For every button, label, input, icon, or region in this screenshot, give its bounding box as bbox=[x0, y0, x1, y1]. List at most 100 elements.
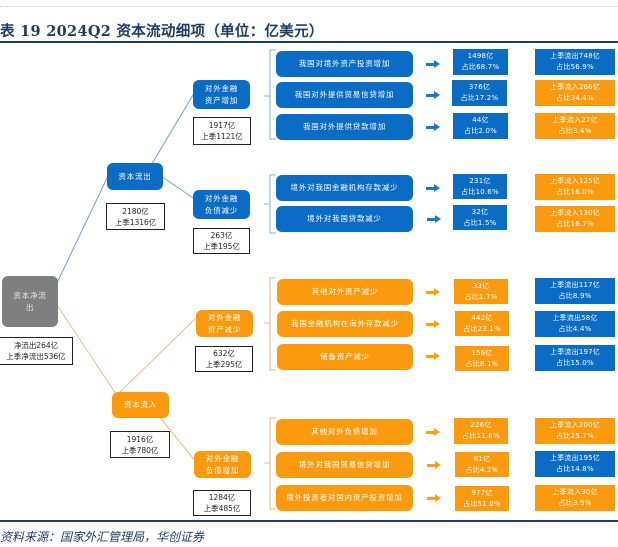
group-label-line1: 对外金融 bbox=[204, 193, 239, 203]
branch-stat-inflow: 1916亿 上季780亿 bbox=[110, 431, 170, 458]
value-box: 32亿占比1.5% bbox=[453, 205, 507, 230]
prev-amount: 上季流入125亿 bbox=[550, 177, 600, 185]
item-foreign-loans-decrease[interactable]: 境外对我国贷款减少 bbox=[276, 206, 413, 232]
prev-amount: 上季流出58亿 bbox=[552, 314, 598, 322]
prev-quarter-box: 上季流入130亿占比16.7% bbox=[535, 206, 615, 232]
link-inflow-group2 bbox=[153, 409, 197, 463]
value-share: 占比51.0% bbox=[463, 499, 501, 508]
item-foreign-deposits-decrease[interactable]: 境外对我国金融机构存款减少 bbox=[276, 175, 413, 201]
value-amount: 231亿 bbox=[469, 176, 491, 185]
bracket-group2 bbox=[264, 174, 276, 234]
prev-share: 占比3.9% bbox=[558, 499, 592, 507]
bracket-group4 bbox=[264, 417, 276, 510]
prev-share: 占比15.0% bbox=[556, 359, 594, 367]
stat-line: 上季1121亿 bbox=[201, 132, 243, 141]
value-box: 156亿占比8.1% bbox=[455, 346, 509, 371]
value-amount: 226亿 bbox=[470, 421, 492, 429]
arrow-right-icon bbox=[426, 352, 440, 361]
bracket-group1 bbox=[264, 49, 276, 140]
item-foreign-investor-domestic-investment-increase[interactable]: 境外投资者对国内资产投资增加 bbox=[276, 485, 413, 511]
group-node-liabilities-decrease[interactable]: 对外金融 负债减少 bbox=[193, 190, 250, 219]
value-amount: 376亿 bbox=[468, 83, 491, 91]
prev-quarter-box: 上季流入30亿占比3.9% bbox=[535, 485, 615, 511]
stat-line: 1917亿 bbox=[208, 121, 236, 130]
value-box: 977亿占比51.0% bbox=[455, 486, 509, 511]
value-share: 占比1.7% bbox=[464, 292, 498, 301]
group-node-liabilities-increase[interactable]: 对外金融 负债增加 bbox=[194, 451, 251, 478]
prev-share: 占比8.9% bbox=[558, 292, 592, 300]
arrow-right-icon bbox=[426, 91, 440, 100]
arrow-right-icon bbox=[426, 60, 440, 69]
source-note: 资料来源：国家外汇管理局，华创证券 bbox=[0, 530, 205, 544]
branch-node-capital-outflow[interactable]: 资本流出 bbox=[107, 163, 163, 190]
bracket-group3 bbox=[264, 277, 276, 371]
value-box: 442亿占比23.1% bbox=[455, 311, 509, 336]
arrow-right-icon bbox=[426, 184, 440, 193]
group-stat-assets-increase: 1917亿 上季1121亿 bbox=[193, 117, 251, 145]
root-stat-box: 净流出264亿 上季净流出536亿 bbox=[0, 337, 73, 365]
link-root-outflow bbox=[56, 175, 109, 284]
prev-share: 占比25.7% bbox=[556, 432, 594, 440]
title-rule bbox=[0, 41, 618, 43]
prev-quarter-box: 上季流出748亿占比56.9% bbox=[535, 49, 615, 75]
prev-quarter-box: 上季流入125亿占比16.0% bbox=[535, 174, 615, 200]
value-share: 占比8.1% bbox=[465, 359, 499, 368]
prev-quarter-box: 上季流入200亿占比25.7% bbox=[535, 418, 615, 444]
item-overseas-deposits-decrease[interactable]: 我国金融机构在海外存款减少 bbox=[277, 311, 413, 337]
value-box: 44亿占比2.0% bbox=[453, 113, 508, 139]
value-share: 占比4.2% bbox=[465, 465, 499, 474]
value-amount: 977亿 bbox=[471, 488, 493, 497]
prev-share: 占比16.0% bbox=[556, 188, 594, 196]
group-node-assets-increase[interactable]: 对外金融 资产增加 bbox=[193, 80, 250, 109]
value-share: 占比11.8% bbox=[462, 432, 500, 440]
prev-quarter-box: 上季流出117亿占比8.9% bbox=[535, 278, 615, 304]
item-other-assets-decrease[interactable]: 其他对外资产减少 bbox=[277, 279, 413, 305]
prev-amount: 上季流出748亿 bbox=[550, 52, 600, 60]
item-loans-provided-increase[interactable]: 我国对外提供贷款增加 bbox=[276, 114, 413, 140]
stat-line: 上季1316亿 bbox=[114, 217, 157, 227]
value-share: 占比23.1% bbox=[463, 324, 501, 333]
item-reserve-assets-decrease[interactable]: 储备资产减少 bbox=[277, 344, 413, 370]
group-stat-assets-decrease: 632亿 上季295亿 bbox=[195, 346, 253, 372]
prev-quarter-box: 上季流入268亿占比34.4% bbox=[535, 80, 615, 106]
stat-line: 上季485亿 bbox=[203, 504, 241, 513]
prev-amount: 上季流入268亿 bbox=[550, 83, 600, 91]
item-foreign-trade-credit-increase[interactable]: 境外对我国贸易信贷增加 bbox=[276, 452, 413, 478]
prev-share: 占比16.7% bbox=[556, 220, 594, 228]
prev-amount: 上季流出195亿 bbox=[550, 454, 600, 462]
item-other-liabilities-increase[interactable]: 其他对外负债增加 bbox=[276, 419, 413, 445]
group-node-assets-decrease[interactable]: 对外金融 资产减少 bbox=[196, 310, 253, 337]
link-inflow-group1 bbox=[118, 317, 197, 394]
stat-line: 263亿 bbox=[210, 231, 233, 240]
root-node-net-outflow[interactable]: 资本净流 出 bbox=[2, 276, 58, 327]
stat-line: 632亿 bbox=[213, 349, 235, 358]
value-box: 226亿占比11.8% bbox=[454, 418, 508, 444]
prev-share: 占比4.4% bbox=[558, 325, 592, 333]
value-amount: 1498亿 bbox=[467, 52, 494, 60]
group-label-line2: 资产减少 bbox=[207, 324, 242, 334]
arrow-right-icon bbox=[426, 428, 440, 437]
group-label-line2: 资产增加 bbox=[204, 95, 239, 105]
value-share: 占比1.5% bbox=[463, 218, 497, 227]
prev-share: 占比56.9% bbox=[556, 63, 594, 71]
prev-amount: 上季流入27亿 bbox=[552, 116, 598, 124]
item-overseas-asset-investment-increase[interactable]: 我国对境外资产投资增加 bbox=[276, 51, 413, 77]
value-amount: 156亿 bbox=[471, 348, 493, 357]
prev-amount: 上季流出117亿 bbox=[550, 281, 600, 289]
stat-line: 1916亿 bbox=[126, 434, 154, 444]
prev-quarter-box: 上季流入27亿占比3.4% bbox=[535, 113, 615, 139]
value-box: 376亿占比17.2% bbox=[452, 80, 507, 106]
top-divider bbox=[0, 0, 618, 7]
branch-node-capital-inflow[interactable]: 资本流入 bbox=[112, 392, 169, 418]
arrow-right-icon bbox=[427, 494, 441, 503]
group-label-line1: 对外金融 bbox=[204, 83, 239, 93]
stat-line: 上季780亿 bbox=[121, 445, 159, 455]
arrow-right-icon bbox=[426, 320, 440, 329]
stat-line: 上季净流出536亿 bbox=[6, 352, 66, 361]
value-amount: 81亿 bbox=[473, 454, 491, 463]
prev-share: 占比34.4% bbox=[556, 94, 594, 102]
item-trade-credit-provided-increase[interactable]: 我国对外提供贸易信贷增加 bbox=[276, 82, 413, 108]
value-box: 33亿占比1.7% bbox=[454, 279, 508, 304]
value-box: 1498亿占比68.7% bbox=[453, 49, 508, 75]
